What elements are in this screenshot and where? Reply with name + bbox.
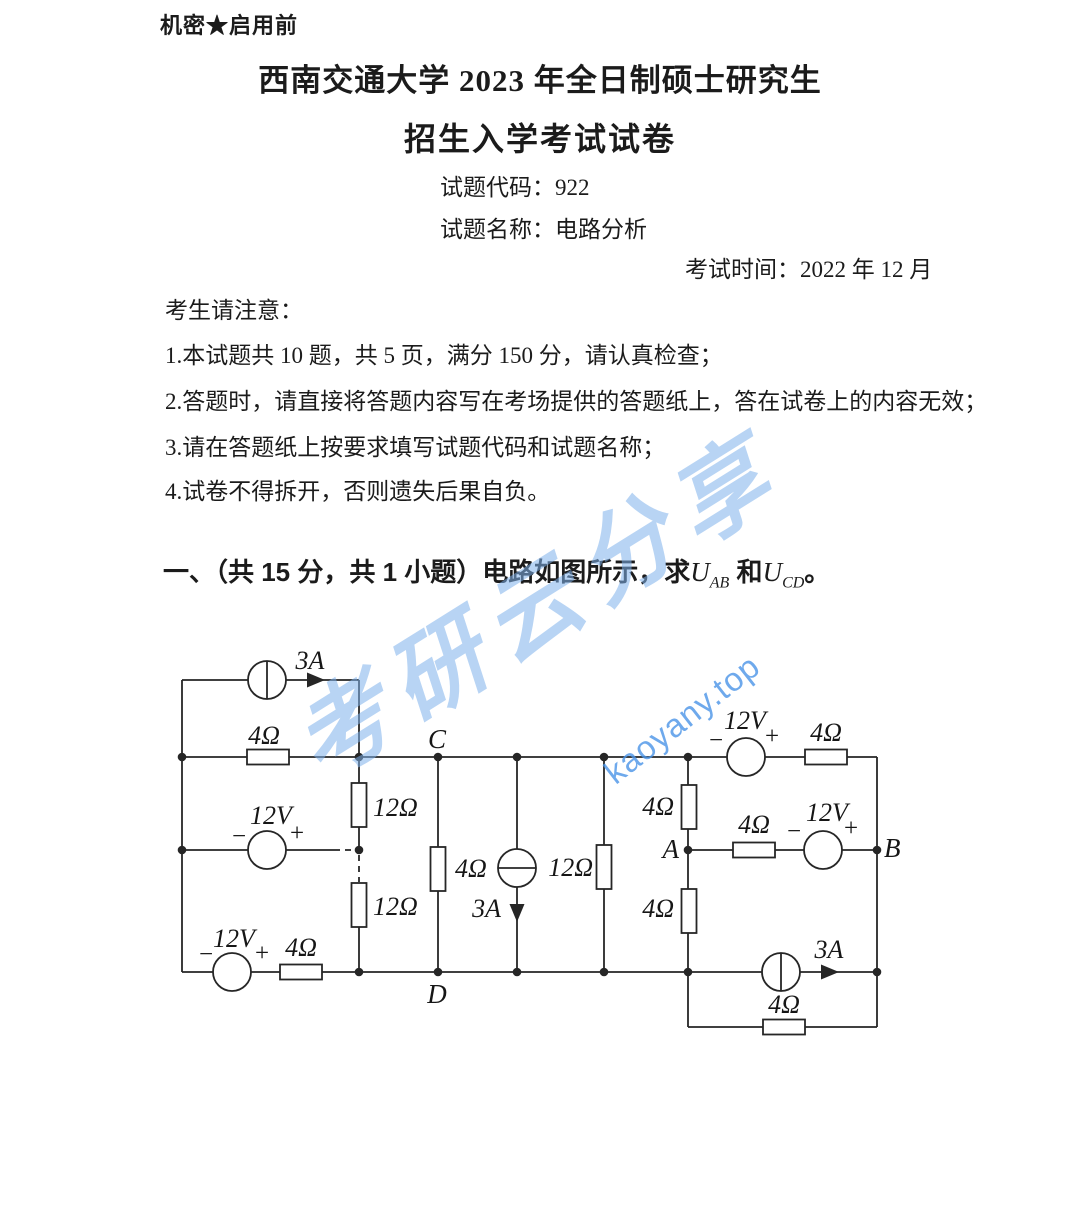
voltage-source-mid-left [247, 830, 287, 870]
node-label-d: D [426, 979, 447, 1009]
plus-sign-mid-left: + [290, 820, 304, 847]
notice-item-4: 4.试卷不得拆开，否则遗失后果自负。 [165, 479, 551, 504]
exam-time-value: 2022 年 12 月 [800, 257, 933, 282]
var-ucd: UCD [762, 557, 805, 591]
junction-dots [177, 752, 882, 977]
subject-code-value: 922 [555, 175, 590, 200]
label-voltage-bottom-left: 12V [213, 924, 258, 953]
minus-sign-mid-left: − [232, 823, 246, 850]
label-resistor-top-right: 4Ω [810, 718, 842, 747]
notice-item-1: 1.本试题共 10 题，共 5 页，满分 150 分，请认真检查； [165, 343, 723, 368]
resistor-top-right [804, 748, 848, 766]
exam-time-label: 考试时间： [685, 257, 800, 282]
arrow-center-down [509, 904, 525, 922]
resistor-left-lower [350, 882, 368, 928]
label-resistor-bottom-left: 4Ω [285, 933, 317, 962]
label-resistor-a-line: 4Ω [738, 810, 770, 839]
var-ucd-subscript: CD [782, 574, 805, 592]
var-ucd-symbol: U [762, 557, 783, 587]
label-current-top-left: 3A [295, 646, 325, 675]
resistors [246, 748, 848, 1036]
voltage-source-bottom-left [212, 952, 252, 992]
sources [212, 660, 843, 992]
plus-sign-top-right: + [765, 723, 779, 750]
question-1: 一、（共 15 分，共 1 小题）电路如图所示，求UAB 和UCD。 [163, 556, 830, 593]
subject-name-line: 试题名称：电路分析 [440, 216, 647, 245]
notice-item-2: 2.答题时，请直接将答题内容写在考场提供的答题纸上，答在试卷上的内容无效； [165, 389, 988, 414]
label-resistor-top-left: 4Ω [248, 721, 280, 750]
minus-sign-top-right: − [709, 727, 723, 754]
resistor-mid-right [595, 844, 613, 890]
plus-sign-a-line: + [844, 815, 858, 842]
resistor-right-upper [680, 784, 698, 830]
minus-sign-a-line: − [787, 818, 801, 845]
var-uab-symbol: U [690, 557, 710, 587]
resistor-bottom-right [762, 1018, 806, 1036]
minus-sign-bottom-left: − [199, 941, 213, 968]
arrow-top-left-right [307, 672, 325, 688]
exam-time-line: 考试时间：2022 年 12 月 [685, 256, 932, 285]
label-resistor-mid-right: 12Ω [548, 853, 593, 882]
resistor-right-lower [680, 888, 698, 934]
node-label-b: B [884, 833, 901, 863]
resistor-center [429, 846, 447, 892]
page-title-line1: 西南交通大学 2023 年全日制硕士研究生 [258, 63, 822, 98]
resistor-top-left [246, 748, 290, 766]
voltage-source-top-right [726, 737, 766, 777]
subject-name-label: 试题名称： [440, 217, 555, 242]
classification-banner: 机密★启用前 [160, 13, 299, 38]
label-resistor-right-upper: 4Ω [642, 792, 674, 821]
node-label-c: C [428, 724, 447, 754]
label-current-bottom-right: 3A [814, 935, 844, 964]
node-label-a: A [661, 834, 680, 864]
page-title-line2: 招生入学考试试卷 [403, 121, 676, 157]
label-resistor-left-lower: 12Ω [373, 892, 418, 921]
subject-code-line: 试题代码：922 [440, 174, 590, 203]
label-resistor-center: 4Ω [455, 854, 487, 883]
label-voltage-top-right: 12V [724, 706, 769, 735]
var-uab: UAB [690, 557, 729, 591]
plus-sign-bottom-left: + [255, 940, 269, 967]
current-arrows [307, 672, 839, 980]
notice-title: 考生请注意： [165, 298, 303, 323]
var-uab-subscript: AB [709, 574, 730, 592]
arrow-bottom-right-right [821, 964, 839, 980]
label-resistor-left-upper: 12Ω [373, 793, 418, 822]
label-resistor-right-lower: 4Ω [642, 894, 674, 923]
resistor-left-upper [350, 782, 368, 828]
question-text: 一、（共 15 分，共 1 小题）电路如图所示，求 [163, 557, 691, 587]
notice-item-3: 3.请在答题纸上按要求填写试题代码和试题名称； [165, 435, 666, 460]
voltage-source-a-line [803, 830, 843, 870]
resistor-a-line [732, 841, 776, 859]
circuit-labels: 3A 4Ω C 12Ω 12V − + 12Ω 12V − + 4Ω D 4Ω … [199, 646, 901, 1019]
label-voltage-a-line: 12V [806, 798, 851, 827]
subject-code-label: 试题代码： [440, 175, 555, 200]
label-resistor-bottom-right: 4Ω [768, 990, 800, 1019]
question-conjunction: 和 [729, 557, 763, 587]
label-current-center: 3A [471, 894, 501, 923]
subject-name-value: 电路分析 [555, 217, 647, 242]
question-period: 。 [804, 557, 831, 587]
label-voltage-mid-left: 12V [250, 801, 295, 830]
resistor-bottom-left [279, 963, 323, 981]
